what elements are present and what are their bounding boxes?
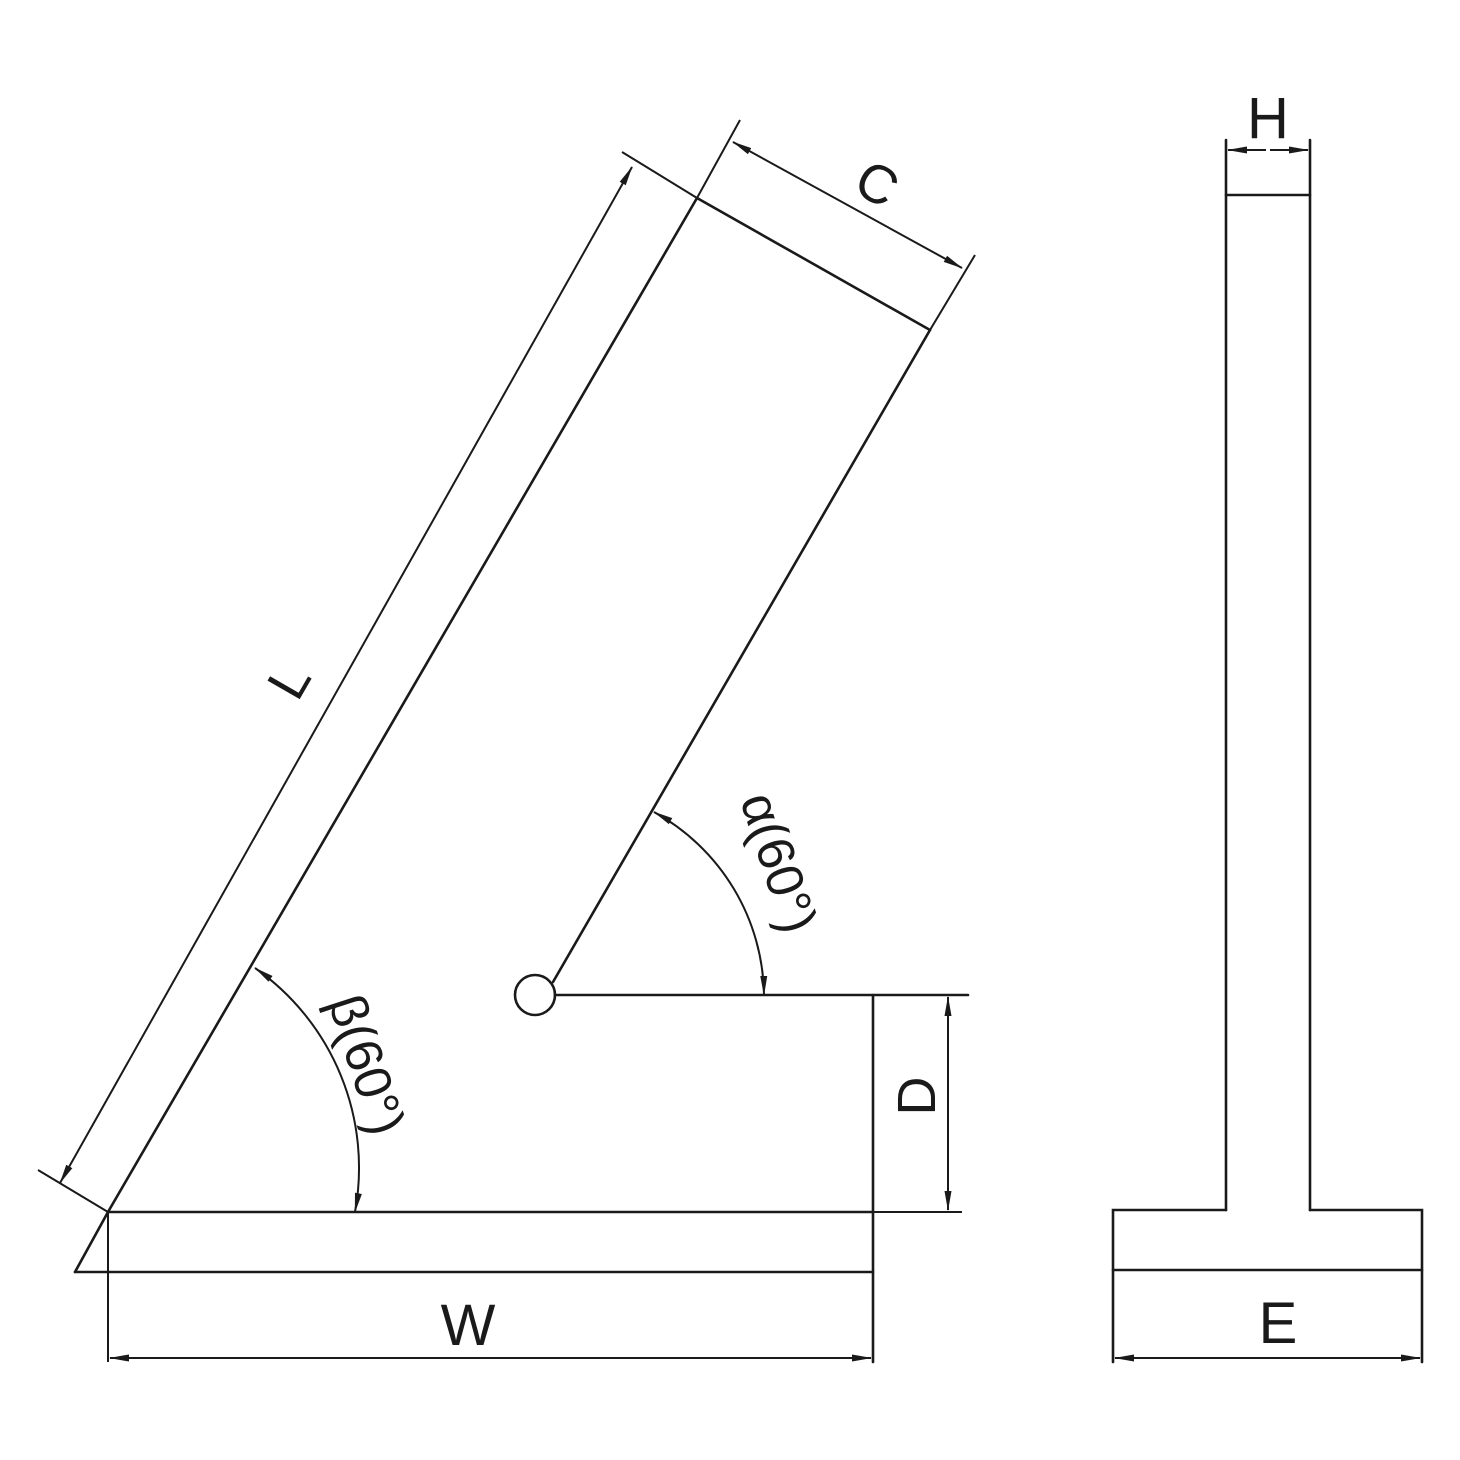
angle-beta: β(60°) <box>254 967 416 1213</box>
side-base <box>1111 1208 1424 1364</box>
side-stem <box>1224 138 1312 1212</box>
label-beta: β(60°) <box>316 988 415 1142</box>
pivot-circle <box>513 973 557 1017</box>
dimension-E: E <box>1114 1291 1421 1362</box>
label-alpha: α(60°) <box>728 786 827 940</box>
label-H: H <box>1247 86 1289 151</box>
dimension-D: D <box>873 996 962 1213</box>
label-W: W <box>441 1293 496 1358</box>
label-D: D <box>887 1077 947 1116</box>
dimension-W: W <box>109 1293 872 1362</box>
label-L: L <box>256 653 323 709</box>
side-view: H E <box>1111 86 1424 1364</box>
front-view: L C α(60°) β(60°) D W <box>37 119 976 1364</box>
dimension-H: H <box>1227 86 1309 154</box>
angle-alpha: α(60°) <box>653 786 828 996</box>
base-plate <box>73 993 875 1364</box>
dimension-C: C <box>696 119 976 331</box>
label-E: E <box>1259 1291 1298 1356</box>
blade-arm <box>106 196 932 1214</box>
